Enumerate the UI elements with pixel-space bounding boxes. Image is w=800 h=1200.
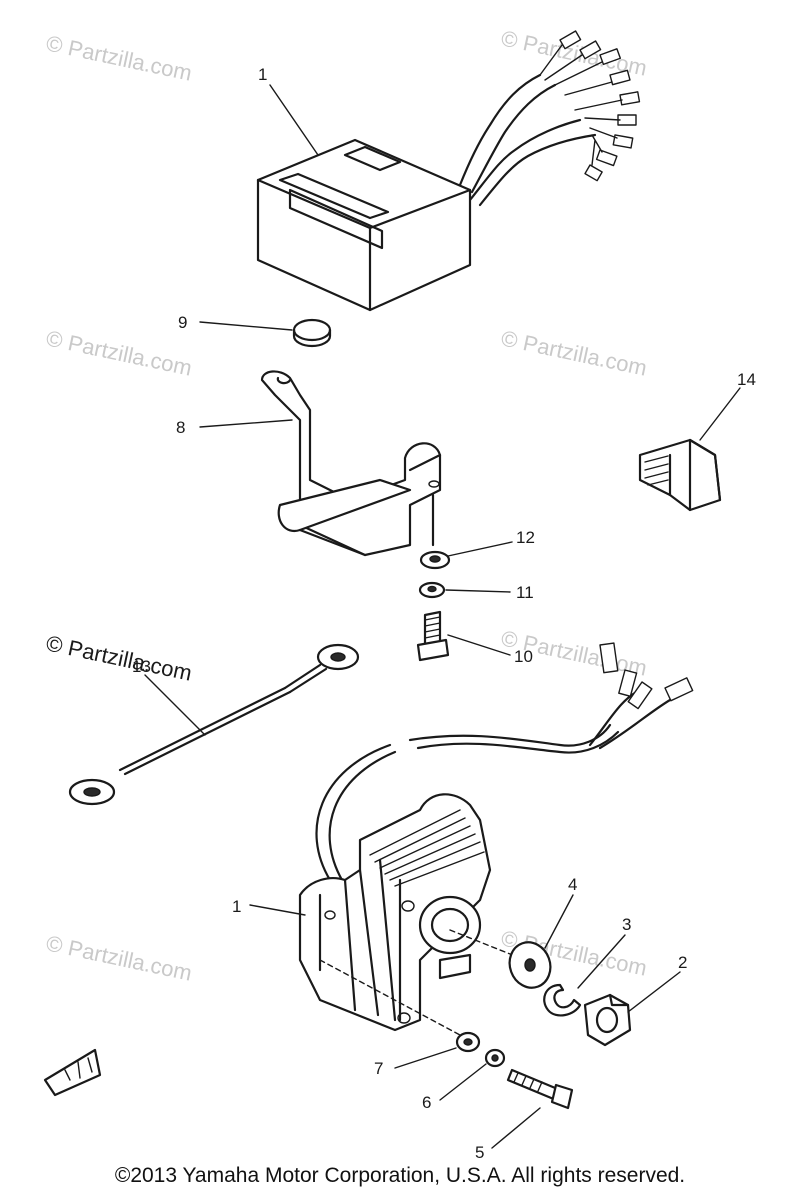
watermark: © Partzilla.com <box>44 930 194 985</box>
drain-plug <box>638 438 722 512</box>
callout-7: 7 <box>374 1059 383 1078</box>
callout-11: 11 <box>516 583 534 602</box>
ground-lead <box>68 643 360 806</box>
callout-13: 13 <box>132 657 151 676</box>
manufacturer-logo <box>43 1048 102 1097</box>
lock-washer-3 <box>543 983 582 1017</box>
watermark: © Partzilla.com <box>44 630 194 685</box>
callout-8: 8 <box>176 418 185 437</box>
stator-coil <box>298 642 694 1032</box>
callout-2: 2 <box>678 953 687 972</box>
copyright-notice: ©2013 Yamaha Motor Corporation, U.S.A. A… <box>114 1164 686 1187</box>
lock-washer-11 <box>418 581 446 599</box>
callout-12: 12 <box>516 528 535 547</box>
leader-lines <box>144 84 741 1149</box>
cdi-unit <box>256 30 641 312</box>
callout-6: 6 <box>422 1093 431 1112</box>
hex-nut-2 <box>583 993 632 1047</box>
bolt-10 <box>416 610 450 662</box>
callout-3: 3 <box>622 915 631 934</box>
callout-1-bottom: 1 <box>232 897 241 916</box>
callout-1-top: 1 <box>258 65 267 84</box>
washer-4 <box>508 941 552 989</box>
watermark: © Partzilla.com <box>44 30 194 85</box>
screw-5 <box>506 1068 574 1110</box>
washer-7 <box>455 1031 481 1053</box>
mounting-bracket <box>260 370 442 557</box>
washer-12 <box>419 550 451 570</box>
callout-9: 9 <box>178 313 187 332</box>
watermark: © Partzilla.com <box>44 325 194 380</box>
callout-4: 4 <box>568 875 577 894</box>
callout-10: 10 <box>514 647 533 666</box>
callout-14: 14 <box>737 370 756 389</box>
rubber-cap <box>292 318 332 348</box>
callout-5: 5 <box>475 1143 484 1162</box>
watermark: © Partzilla.com <box>499 325 649 380</box>
lock-washer-6 <box>484 1048 506 1068</box>
